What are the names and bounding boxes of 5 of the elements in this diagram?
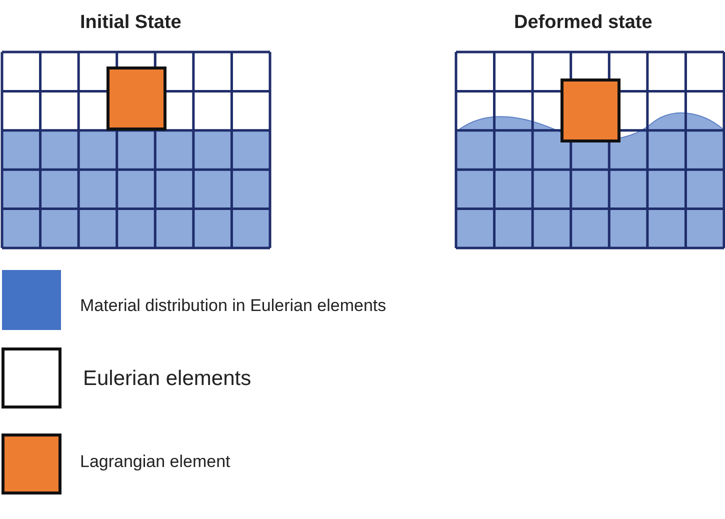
panel-title: Initial State bbox=[80, 12, 182, 34]
legend-label: Lagrangian element bbox=[80, 452, 230, 472]
panel-title: Deformed state bbox=[514, 12, 652, 34]
legend-label: Eulerian elements bbox=[83, 367, 252, 391]
legend-label: Material distribution in Eulerian elements bbox=[80, 296, 386, 316]
